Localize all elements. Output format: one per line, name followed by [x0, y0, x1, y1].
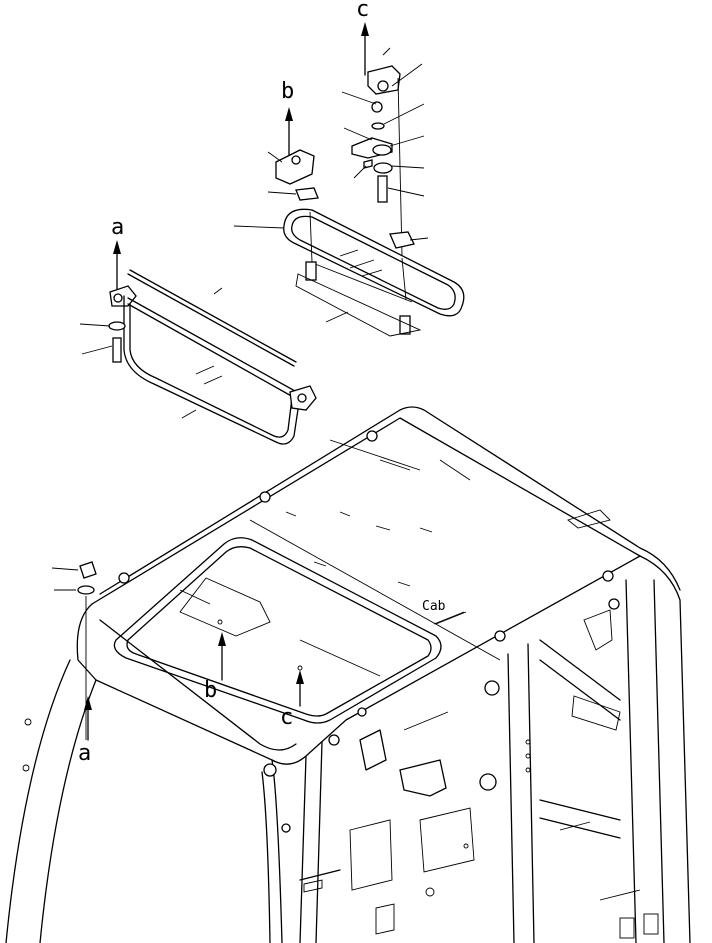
cab-body — [5, 555, 691, 943]
visor-frame-b — [233, 208, 465, 337]
ref-label-b-bottom: b — [204, 678, 217, 703]
hinge-bracket-assembly — [341, 47, 429, 256]
ref-label-c-bottom: c — [280, 705, 293, 730]
ref-label-a-top: a — [111, 215, 124, 240]
cab-label: Cab — [422, 599, 446, 614]
ref-label-b-top: b — [281, 79, 294, 104]
cab-roof — [51, 406, 681, 765]
reference-arrows — [84, 22, 369, 741]
visor-frame-a — [79, 269, 317, 445]
ref-label-a-bottom: a — [78, 741, 91, 766]
latch-bracket-assembly — [267, 149, 319, 201]
ref-label-c-top: c — [356, 0, 369, 22]
